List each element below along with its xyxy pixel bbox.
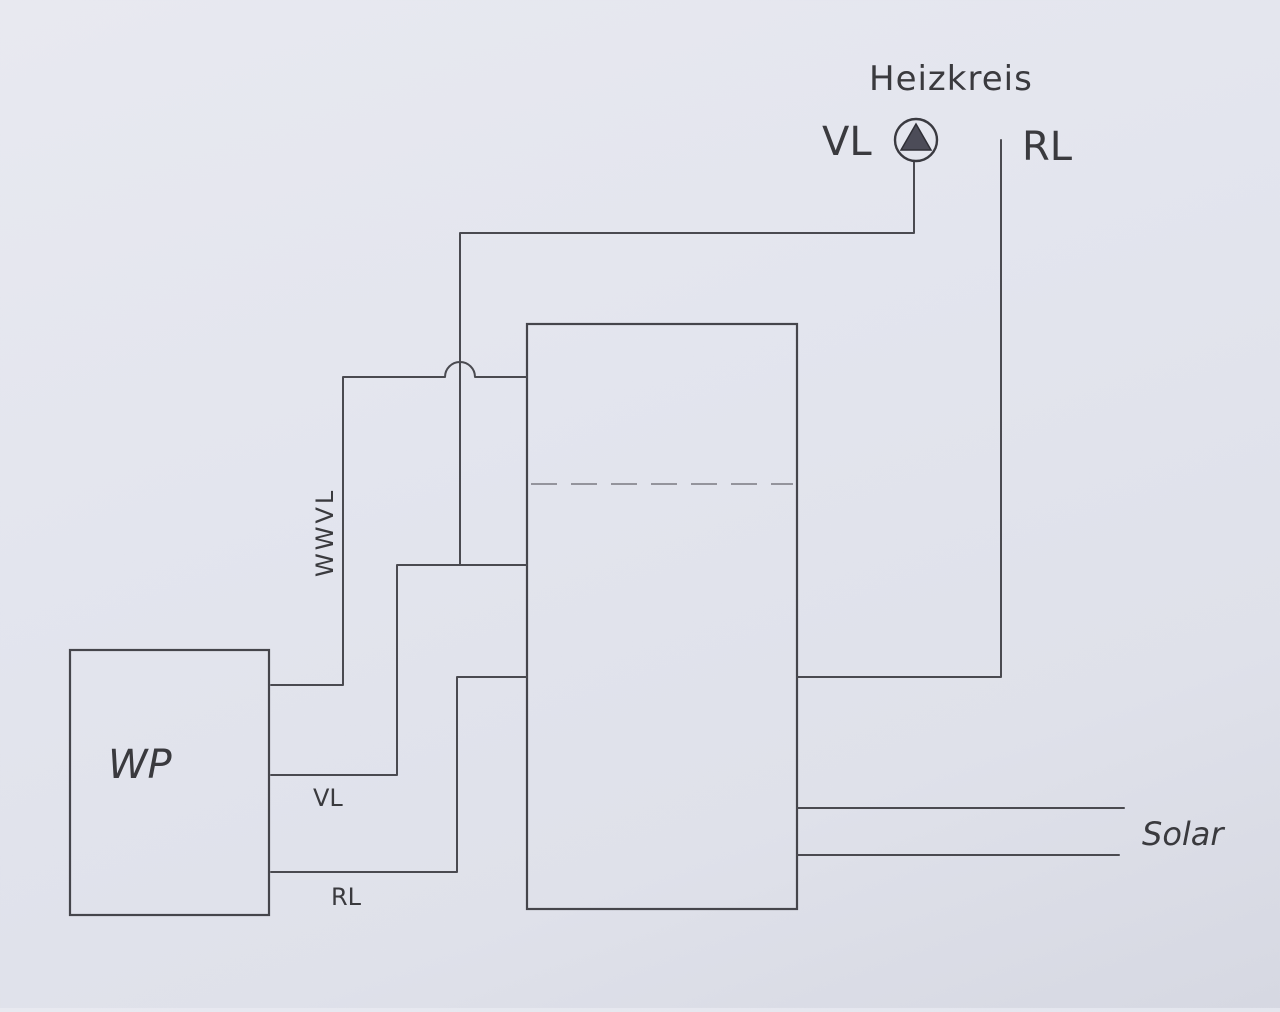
heizkreis-rl-label: RL xyxy=(1022,124,1073,170)
heizkreis-vl-pipe xyxy=(459,160,915,566)
heat-pump-box xyxy=(68,648,271,917)
solar-label: Solar xyxy=(1142,815,1225,853)
wwvl-pipe xyxy=(270,361,528,686)
heizkreis-rl-pipe xyxy=(796,139,1002,678)
storage-tank xyxy=(525,322,799,911)
circulation-pump-icon xyxy=(893,117,939,163)
wp-rl-pipe xyxy=(270,676,528,873)
wp-vl-pipe xyxy=(270,564,528,776)
heizkreis-title: Heizkreis xyxy=(869,59,1033,99)
wp-vl-label: VL xyxy=(313,784,343,812)
heat-pump-label: WP xyxy=(108,742,173,788)
heizkreis-vl-label: VL xyxy=(822,119,872,165)
wp-rl-label: RL xyxy=(331,883,362,911)
wwvl-label: WWVL xyxy=(311,488,339,577)
